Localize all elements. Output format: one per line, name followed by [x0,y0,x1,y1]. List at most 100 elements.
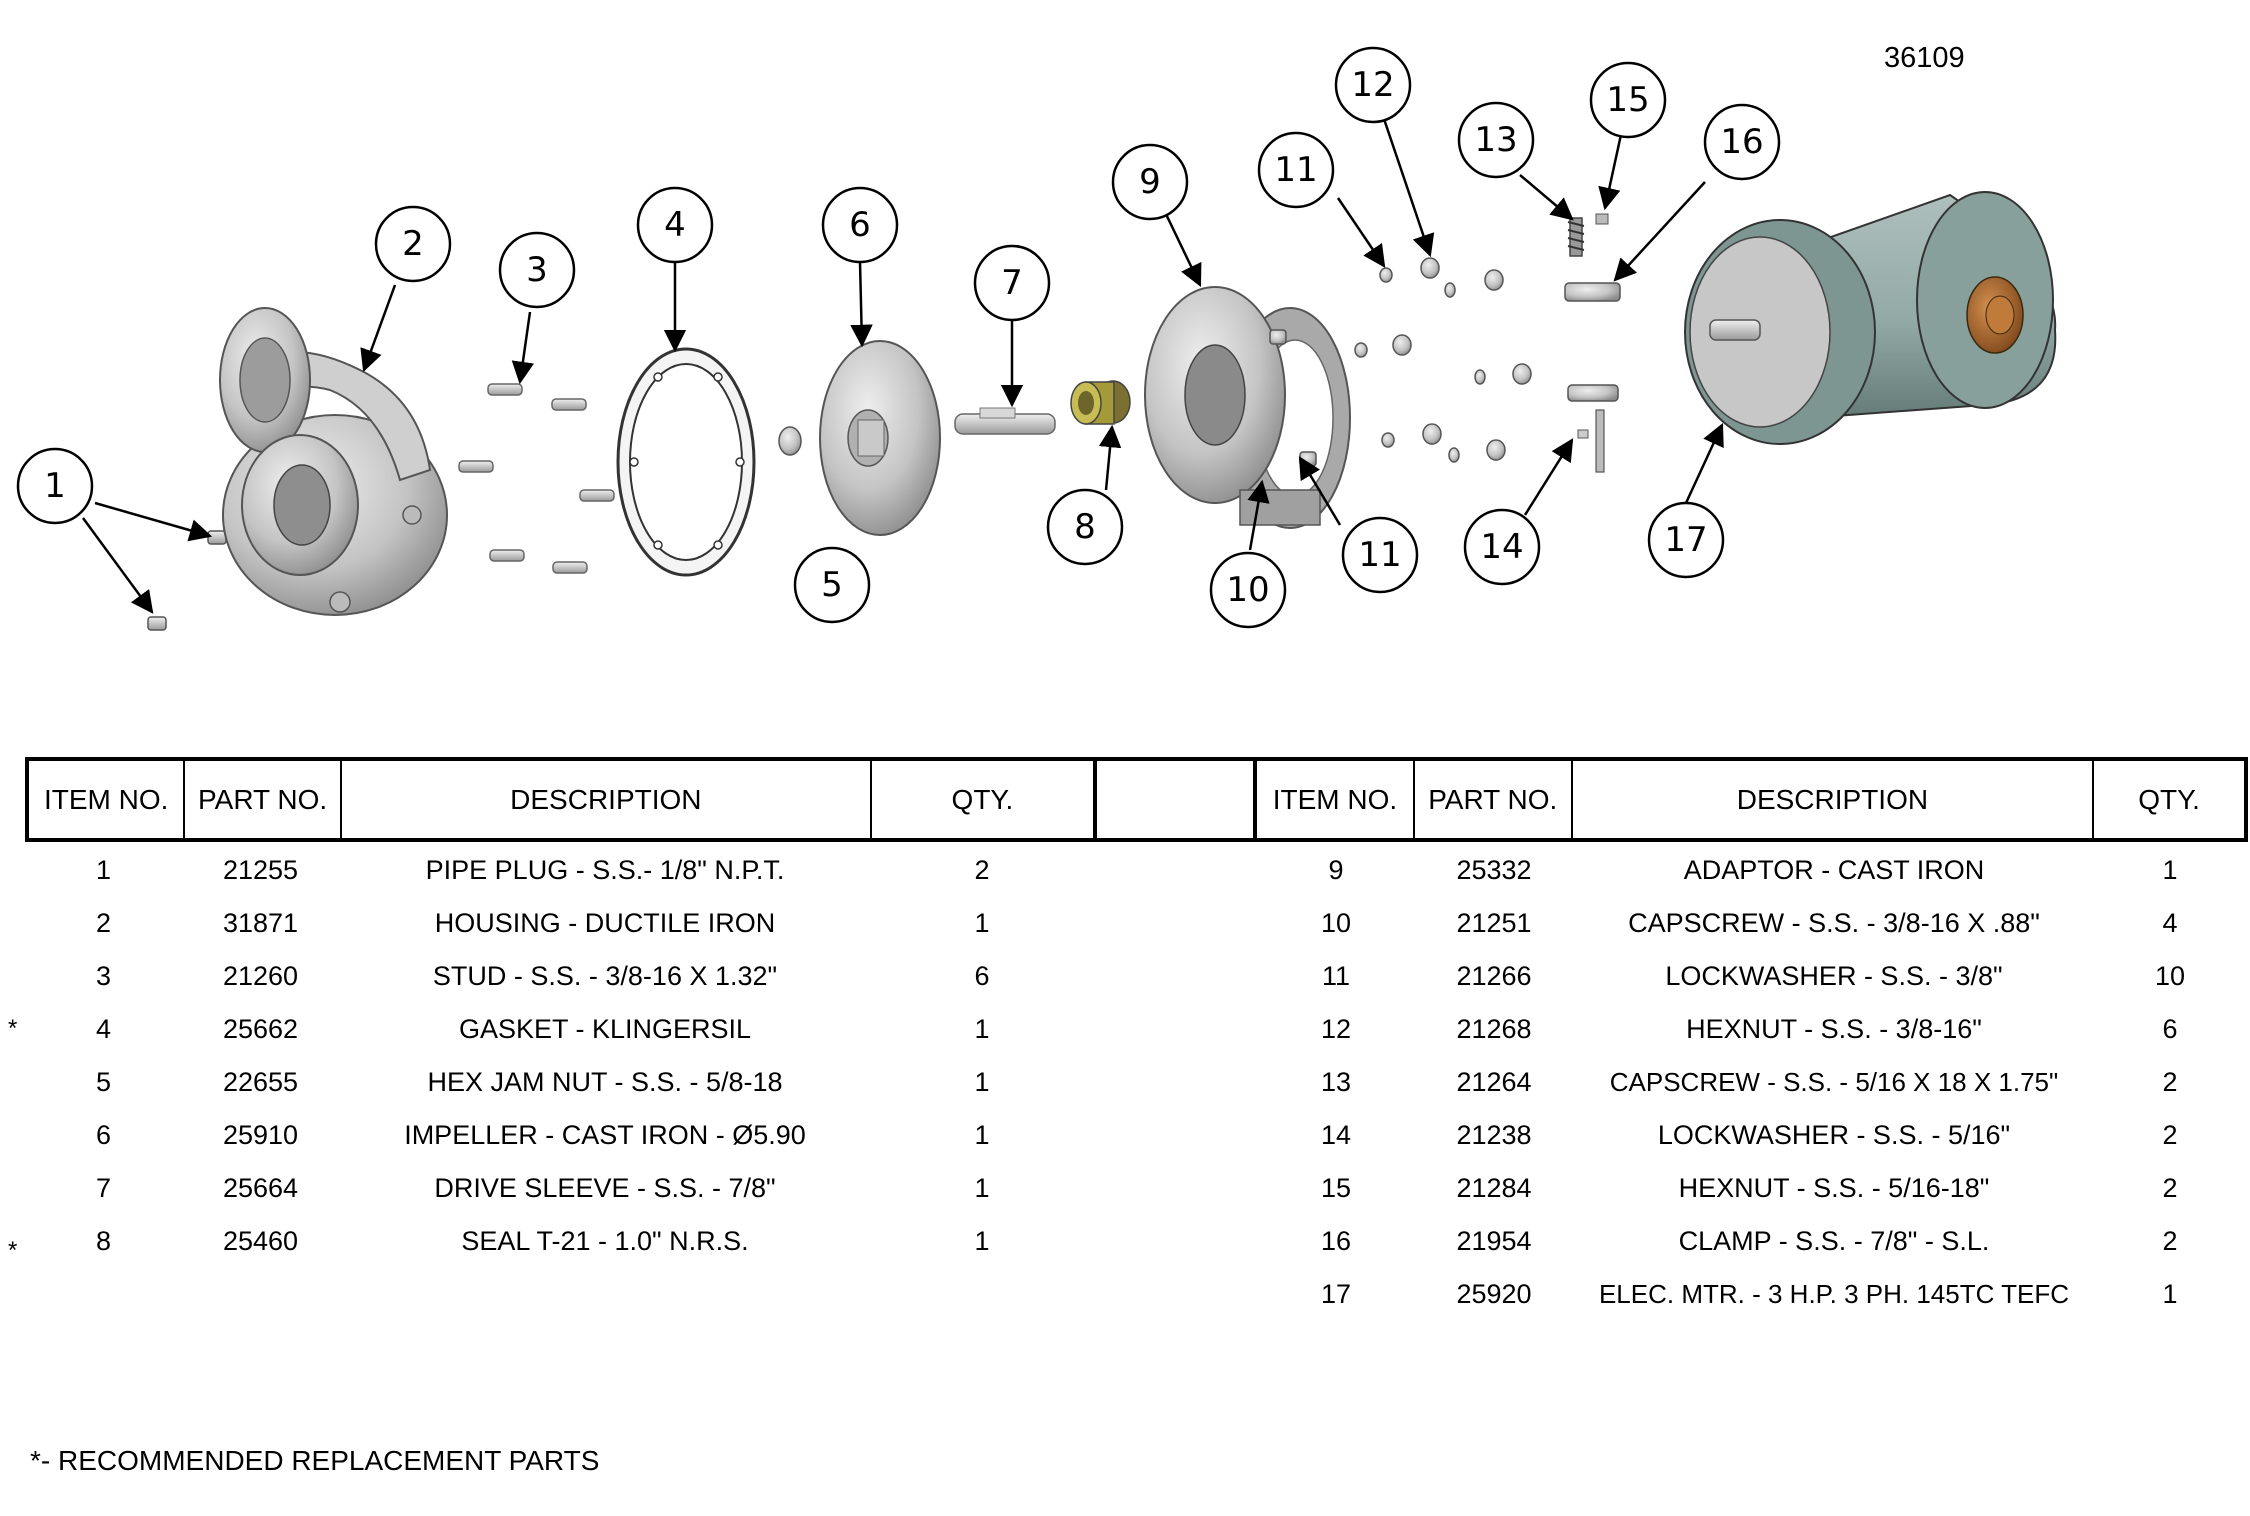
item-no: 13 [1320,1066,1352,1097]
callout-number: 14 [1480,527,1523,567]
item-no: 8 [95,1225,112,1256]
item-no: 5 [95,1066,112,1097]
pipe-plug-part [147,530,227,631]
qty: 1 [974,1119,990,1150]
qty: 10 [2154,960,2186,991]
electric-motor-part [1684,191,2057,445]
description: HOUSING - DUCTILE IRON [434,907,776,938]
callout-number: 7 [1001,263,1023,303]
part-no: 25332 [1456,854,1532,885]
left-table-header: ITEM NO. PART NO. DESCRIPTION QTY. [25,757,1097,842]
callout-number: 13 [1474,120,1517,160]
recommended-parts-note: *- RECOMMENDED REPLACEMENT PARTS [30,1445,600,1476]
description: ELEC. MTR. - 3 H.P. 3 PH. 145TC TEFC [1598,1278,2070,1309]
recommended-marker: * [8,1015,18,1042]
part-no: 22655 [222,1066,299,1097]
part-no: 21266 [1456,960,1532,991]
item-no: 3 [95,960,112,991]
description: HEXNUT - S.S. - 5/16-18" [1678,1172,1990,1203]
item-no: 10 [1320,907,1352,938]
part-no: 21255 [222,854,299,885]
part-no: 21264 [1456,1066,1532,1097]
description: CLAMP - S.S. - 7/8" - S.L. [1678,1225,1990,1256]
description: STUD - S.S. - 3/8-16 X 1.32" [432,960,778,991]
qty: 1 [974,1013,990,1044]
part-no: 21284 [1456,1172,1532,1203]
description: HEX JAM NUT - S.S. - 5/8-18 [427,1066,783,1097]
description: CAPSCREW - S.S. - 5/16 X 18 X 1.75" [1609,1066,2059,1097]
drawing-number: 36109 [1884,42,1965,74]
description-header: DESCRIPTION [342,761,872,838]
item-no: 15 [1320,1172,1352,1203]
item-no: 7 [95,1172,112,1203]
callout-number: 1 [44,466,66,506]
callout-number: 4 [664,205,686,245]
part-no: 21238 [1456,1119,1532,1150]
description: GASKET - KLINGERSIL [458,1013,752,1044]
callout-number: 2 [402,224,424,264]
qty: 2 [974,854,990,885]
item-no: 11 [1321,960,1351,991]
callout-number: 17 [1664,520,1707,560]
qty: 2 [2162,1119,2178,1150]
gasket-part [616,347,756,577]
item-no-header: ITEM NO. [29,761,186,838]
part-no: 25662 [222,1013,299,1044]
callout-numbers: 1 2 3 4 5 6 7 8 9 10 11 11 12 13 14 15 1… [44,65,1763,610]
item-no: 1 [95,854,112,885]
part-no: 31871 [222,907,299,938]
callout-number: 6 [849,205,871,245]
qty: 1 [2162,1278,2178,1309]
callout-number: 5 [821,565,843,605]
qty: 1 [2162,854,2178,885]
qty: 2 [2162,1066,2178,1097]
description: LOCKWASHER - S.S. - 3/8" [1665,960,2003,991]
description: LOCKWASHER - S.S. - 5/16" [1657,1119,2011,1150]
qty: 1 [974,1225,990,1256]
housing-part [219,307,448,616]
part-no: 25920 [1456,1278,1532,1309]
exploded-view-diagram: 1 2 3 4 5 6 7 8 9 10 11 11 12 13 14 15 1… [16,46,2057,631]
part-no: 21954 [1456,1225,1532,1256]
qty: 4 [2162,907,2178,938]
qty: 2 [2162,1172,2178,1203]
qty-header: QTY. [2138,783,2200,815]
qty: 6 [2162,1013,2178,1044]
stud-part [458,383,615,574]
impeller-part [819,340,941,536]
item-no: 6 [95,1119,112,1150]
drive-sleeve-part [954,407,1056,435]
callout-number: 8 [1074,507,1096,547]
hex-jam-nut-part [778,426,802,456]
qty: 1 [974,1066,990,1097]
clamp-part [1564,213,1621,473]
hardware-parts [1269,257,1532,467]
callout-number: 15 [1606,80,1649,120]
part-no: 25910 [222,1119,299,1150]
qty: 1 [974,1172,990,1203]
part-no: 21260 [222,960,299,991]
seal-part [1070,380,1131,425]
item-no: 4 [95,1013,112,1044]
item-no: 2 [95,907,112,938]
recommended-marker: * [8,1237,18,1264]
description: IMPELLER - CAST IRON - Ø5.90 [404,1119,806,1150]
item-no: 14 [1320,1119,1352,1150]
qty: 6 [974,960,990,991]
qty: 2 [2162,1225,2178,1256]
table-spacer [1093,757,1255,842]
callout-number: 10 [1226,570,1269,610]
qty-header: QTY. [951,783,1014,815]
part-no: 25664 [222,1172,299,1203]
callout-number: 9 [1139,162,1161,202]
leader-lines [81,115,1724,614]
item-no: 16 [1320,1225,1352,1256]
description: DRIVE SLEEVE - S.S. - 7/8" [434,1172,776,1203]
part-no: 25460 [222,1225,299,1256]
right-table-header: ITEM NO. PART NO. DESCRIPTION QTY. [1253,757,2248,842]
qty: 1 [974,907,990,938]
item-no-header: ITEM NO. [1257,761,1415,838]
item-no: 17 [1320,1278,1352,1309]
item-no: 9 [1328,854,1344,885]
description-header: DESCRIPTION [1573,761,2095,838]
